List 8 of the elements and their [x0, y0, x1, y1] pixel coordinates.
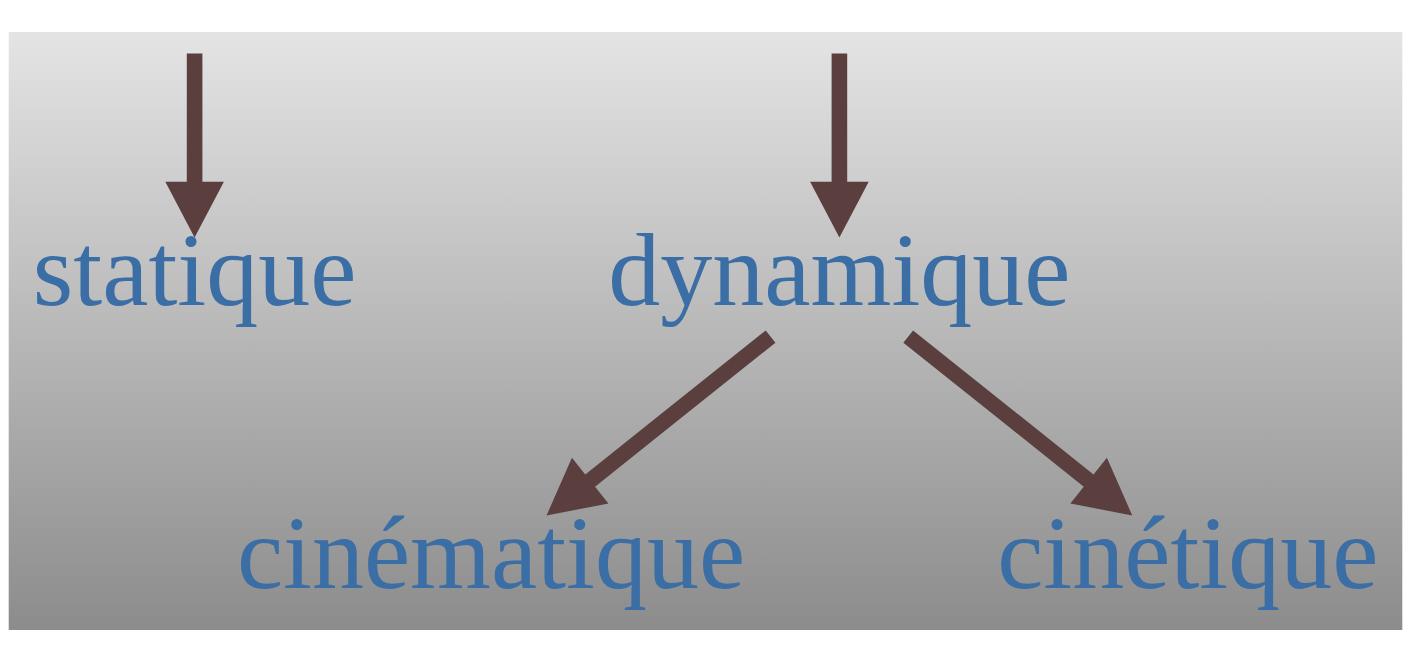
node-text: dynamique: [608, 211, 1071, 327]
arrow: [810, 52, 869, 238]
node-text: cinétique: [997, 494, 1379, 610]
arrow: [165, 52, 224, 238]
arrow: [546, 329, 776, 515]
arrow: [903, 329, 1133, 515]
node-text: cinématique: [236, 494, 746, 610]
node-text: statique: [32, 211, 357, 327]
